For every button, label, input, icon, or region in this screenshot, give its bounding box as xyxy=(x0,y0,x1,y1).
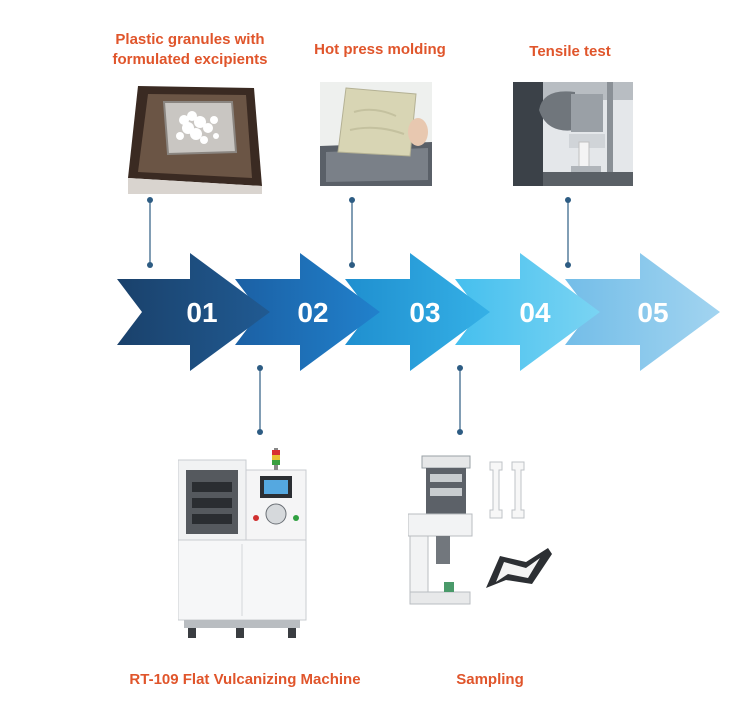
caption-plastic-granules: Plastic granules with formulated excipie… xyxy=(95,30,285,70)
connector-02-bottom xyxy=(257,365,263,435)
connector-04-top xyxy=(565,197,571,268)
caption-sampling: Sampling xyxy=(456,671,524,688)
connector-03-bottom xyxy=(457,365,463,435)
caption-tensile-test: Tensile test xyxy=(529,43,611,60)
caption-line-1: Plastic granules with xyxy=(115,31,265,48)
connector-02-top xyxy=(349,197,355,268)
caption-line-2: formulated excipients xyxy=(112,51,268,68)
arrow-step-02 xyxy=(235,253,380,371)
sampling-press-photo xyxy=(408,455,552,605)
step-number-02: 02 xyxy=(297,297,328,328)
caption-flat-vulcanizing-machine: RT-109 Flat Vulcanizing Machine xyxy=(129,671,361,688)
arrow-step-01 xyxy=(117,253,270,371)
granules-tray-photo xyxy=(128,86,262,194)
tensile-test-photo xyxy=(513,82,633,186)
arrow-step-03 xyxy=(345,253,490,371)
step-number-05: 05 xyxy=(637,297,668,328)
step-number-01: 01 xyxy=(186,297,217,328)
step-number-04: 04 xyxy=(519,297,551,328)
caption-hot-press: Hot press molding xyxy=(314,41,446,58)
step-number-03: 03 xyxy=(409,297,440,328)
arrow-step-04 xyxy=(455,253,600,371)
hot-press-sheet-photo xyxy=(320,82,432,186)
arrow-step-05 xyxy=(565,253,720,371)
connector-01-top xyxy=(147,197,153,268)
vulcanizing-machine-photo xyxy=(178,448,307,638)
